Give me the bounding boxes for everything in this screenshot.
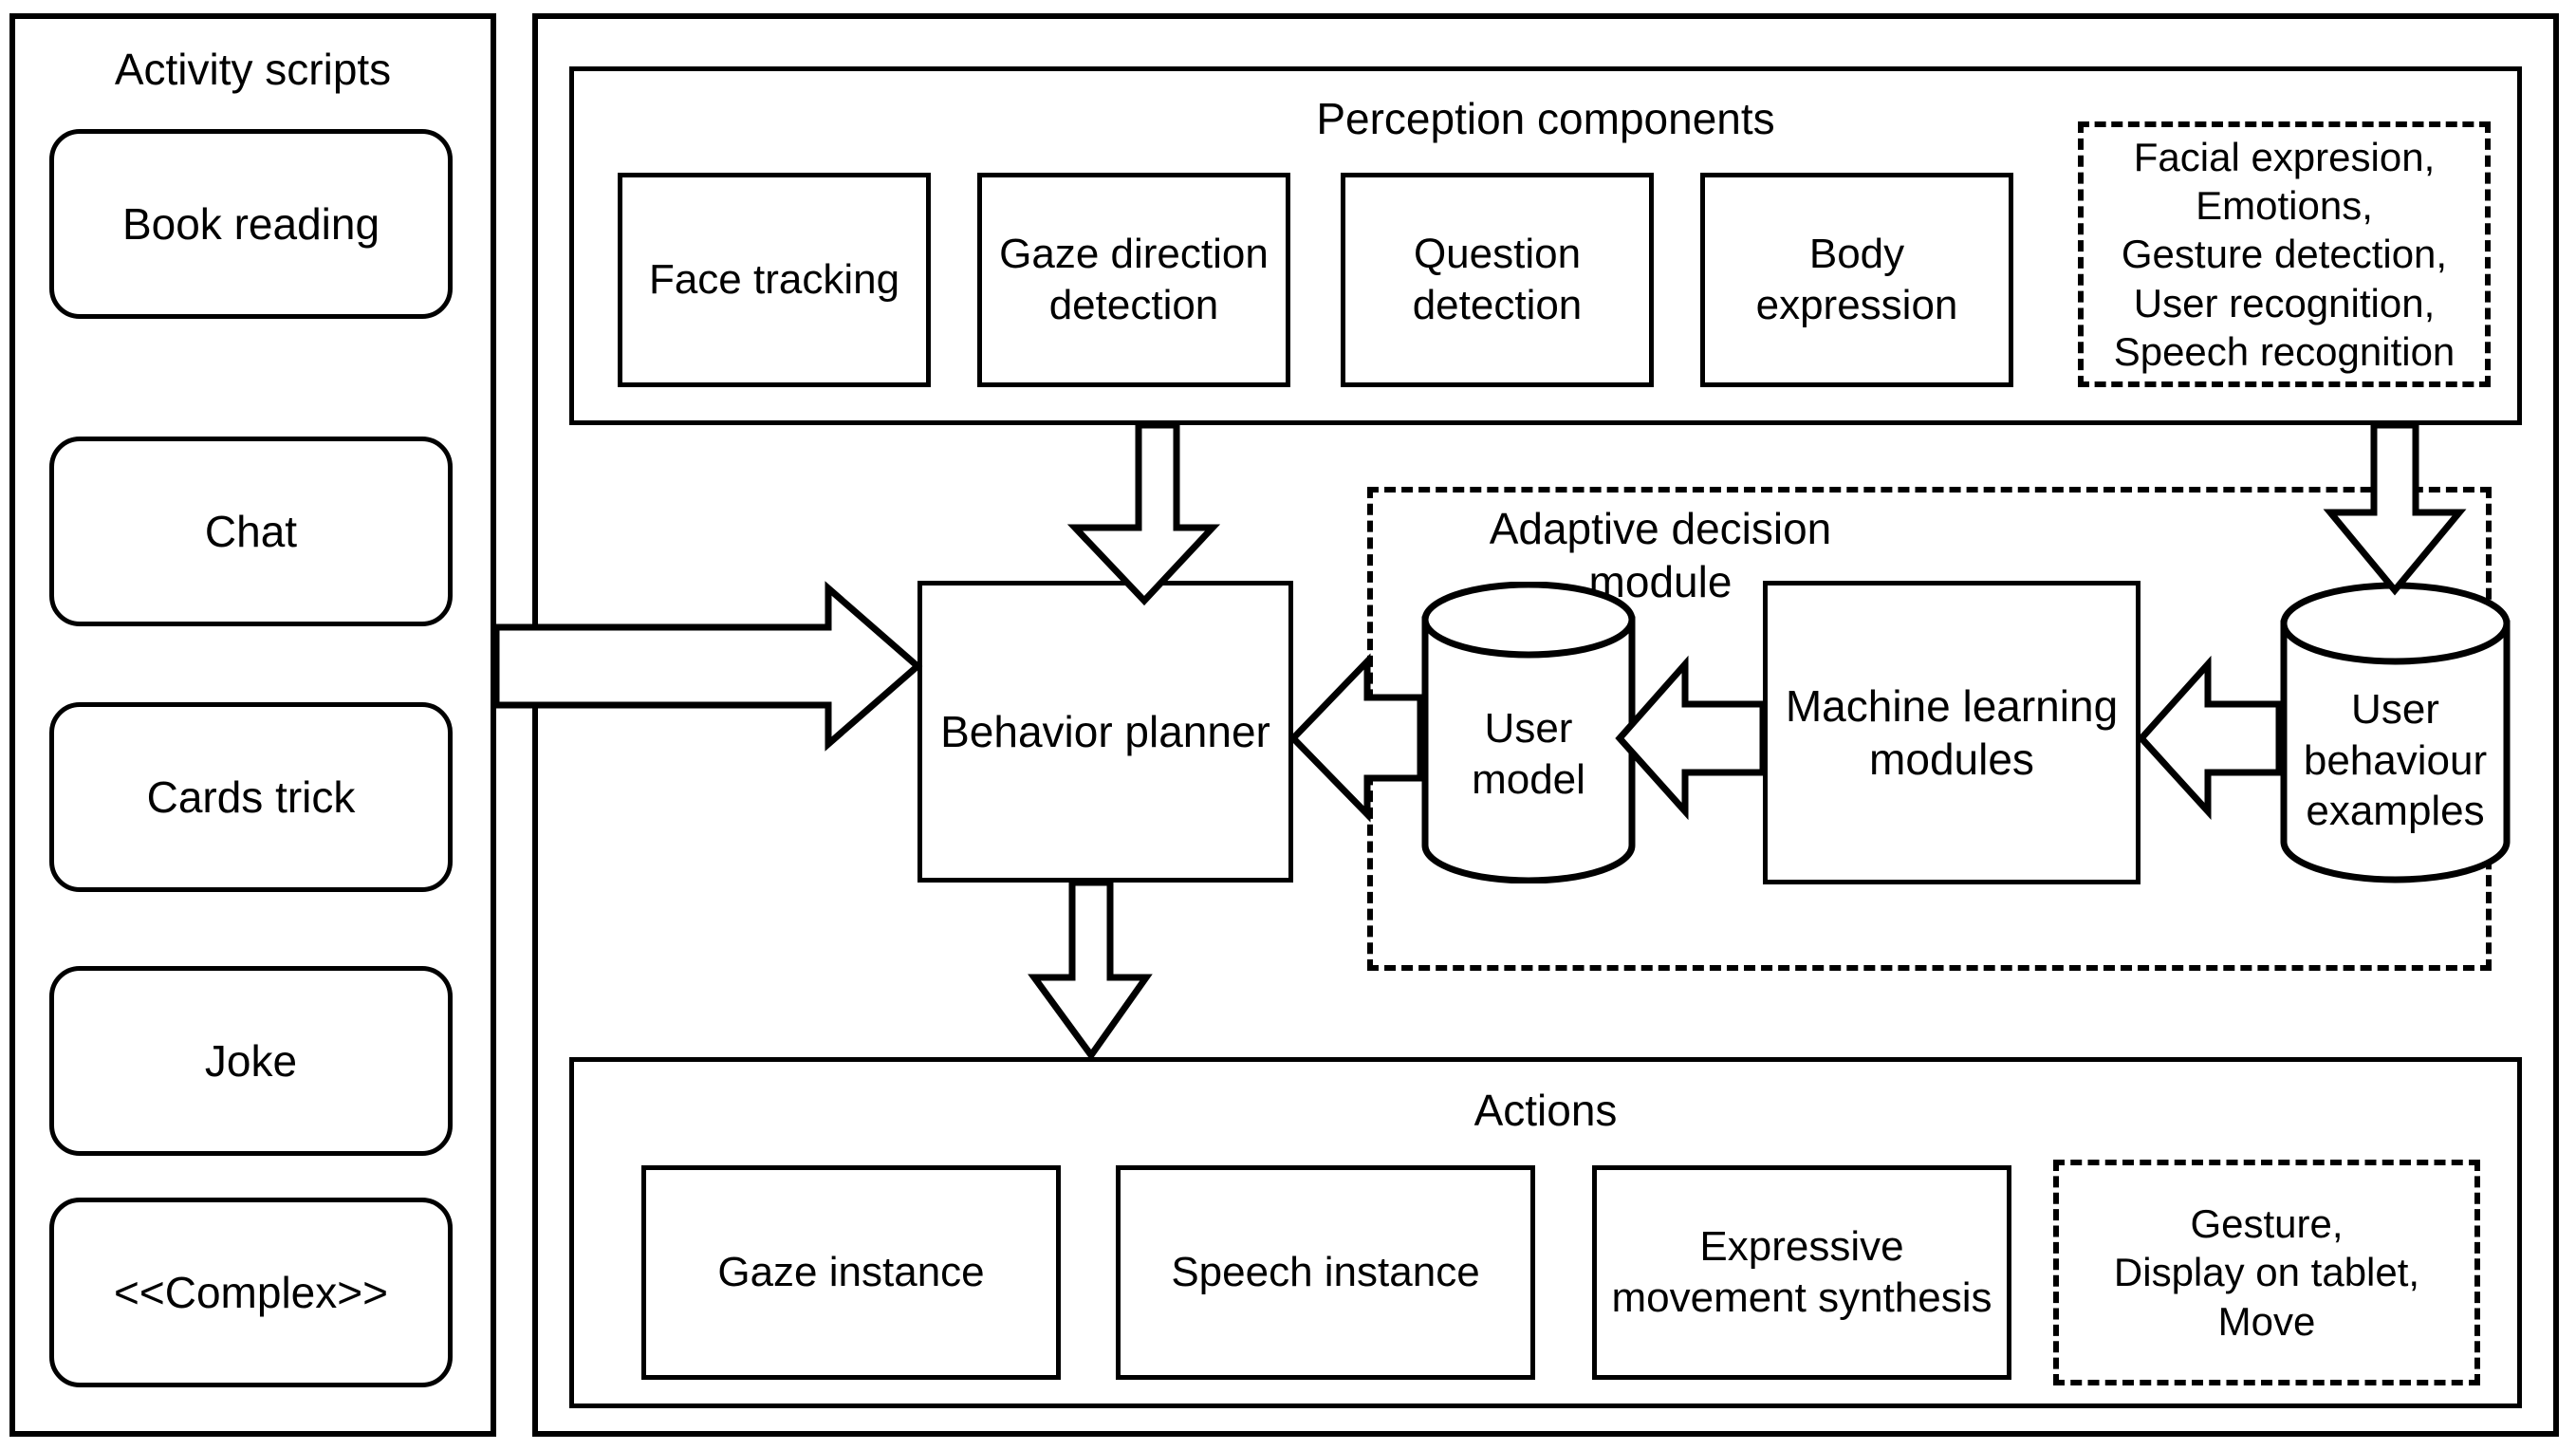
activity-script-label: Cards trick — [146, 771, 356, 822]
cylinder-shape — [1421, 581, 1636, 884]
activity-script-label: Joke — [204, 1035, 298, 1086]
machine-learning-modules-label: Machine learning modules — [1785, 680, 2119, 784]
activity-script-book-reading[interactable]: Book reading — [49, 129, 453, 319]
actions-group — [569, 1057, 2522, 1408]
perception-component-label: Question detection — [1412, 231, 1583, 328]
action-extra-capabilities-note: Gesture, Display on tablet, Move — [2053, 1160, 2480, 1385]
perception-component-label: Body expression — [1755, 231, 1958, 328]
behavior-planner-box[interactable]: Behavior planner — [917, 581, 1293, 883]
user-behaviour-examples-cylinder[interactable]: User behaviour examples — [2279, 582, 2511, 883]
perception-body-expression[interactable]: Body expression — [1700, 173, 2013, 387]
activity-script-complex[interactable]: <<Complex>> — [49, 1198, 453, 1387]
cylinder-shape — [2280, 582, 2511, 883]
activity-script-label: Book reading — [121, 198, 380, 249]
perception-component-label: Gaze direction detection — [999, 231, 1269, 328]
perception-extra-capabilities-label: Facial expresion, Emotions, Gesture dete… — [2113, 134, 2456, 374]
activity-script-cards-trick[interactable]: Cards trick — [49, 702, 453, 892]
perception-question-detection[interactable]: Question detection — [1341, 173, 1654, 387]
user-model-cylinder[interactable]: User model — [1420, 581, 1637, 884]
perception-gaze-direction-detection[interactable]: Gaze direction detection — [977, 173, 1290, 387]
activity-script-label: Chat — [204, 506, 298, 556]
action-extra-capabilities-label: Gesture, Display on tablet, Move — [2113, 1201, 2420, 1344]
activity-script-chat[interactable]: Chat — [49, 437, 453, 626]
behavior-planner-label: Behavior planner — [940, 706, 1270, 756]
perception-components-group — [569, 66, 2522, 425]
activity-script-joke[interactable]: Joke — [49, 966, 453, 1156]
machine-learning-modules-box[interactable]: Machine learning modules — [1763, 581, 2140, 884]
activity-script-label: <<Complex>> — [114, 1267, 388, 1317]
perception-component-label: Face tracking — [648, 256, 900, 304]
perception-face-tracking[interactable]: Face tracking — [618, 173, 931, 387]
user-model-label: User model — [1472, 705, 1585, 803]
action-component-label: Expressive movement synthesis — [1611, 1223, 1992, 1321]
action-speech-instance[interactable]: Speech instance — [1116, 1165, 1535, 1380]
action-component-label: Gaze instance — [717, 1249, 985, 1296]
user-behaviour-examples-label: User behaviour examples — [2303, 686, 2488, 835]
action-gaze-instance[interactable]: Gaze instance — [641, 1165, 1061, 1380]
perception-extra-capabilities-note: Facial expresion, Emotions, Gesture dete… — [2078, 121, 2491, 387]
action-expressive-movement-synthesis[interactable]: Expressive movement synthesis — [1592, 1165, 2011, 1380]
action-component-label: Speech instance — [1171, 1249, 1480, 1296]
